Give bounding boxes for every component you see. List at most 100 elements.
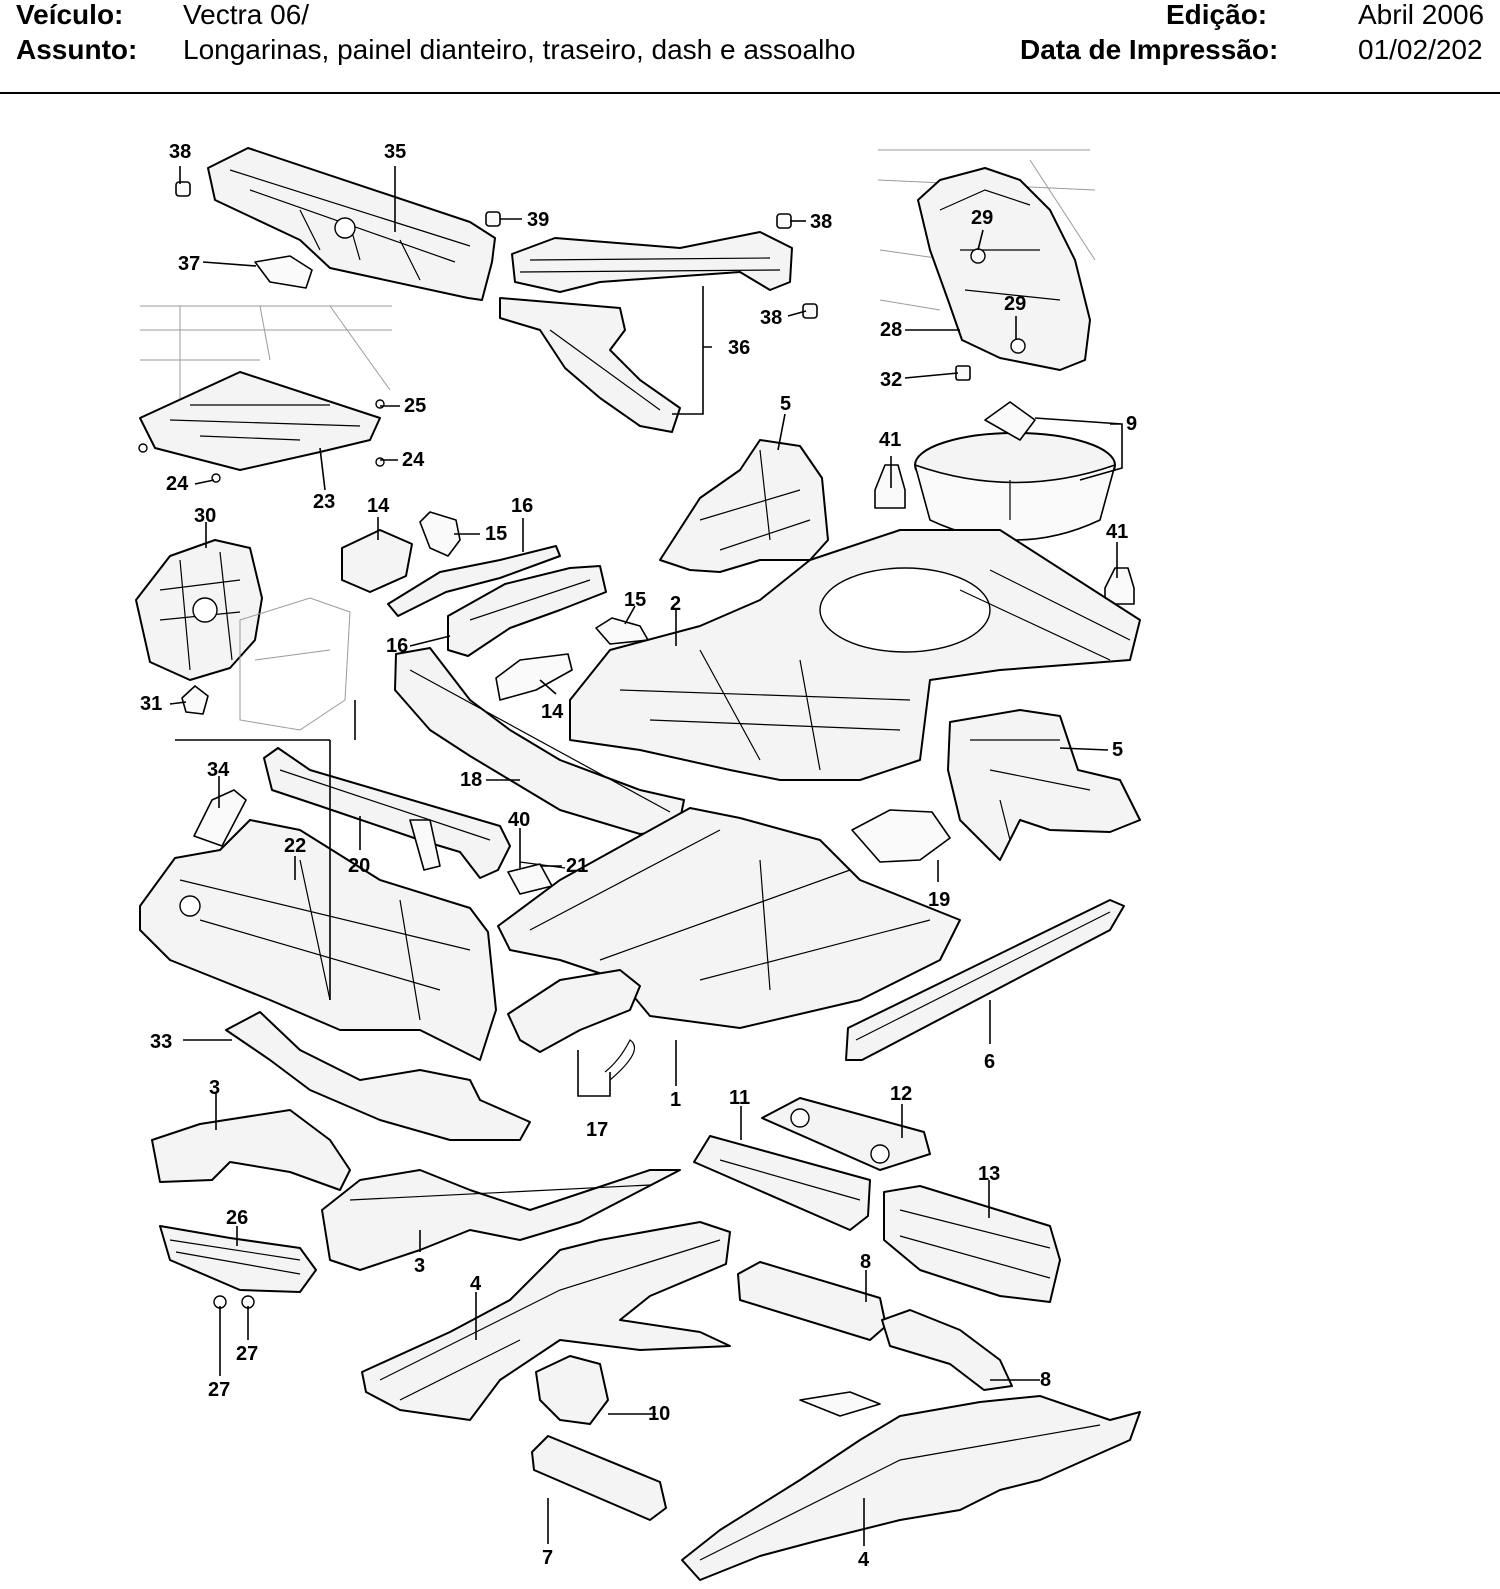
callout-4: 4: [858, 1549, 870, 1571]
part-33-cowl-panel: [225, 1011, 531, 1141]
callout-9: 9: [1126, 413, 1137, 435]
callout-21: 21: [566, 855, 588, 877]
part-21-bolt: [519, 861, 566, 869]
part-4-side-member-front: [361, 1221, 731, 1421]
callout-7: 7: [542, 1547, 553, 1569]
part-40-bracket: [507, 863, 553, 895]
callout-16: 16: [386, 635, 408, 657]
document-header: Veículo: Vectra 06/ Assunto: Longarinas,…: [0, 0, 1500, 94]
callout-32: 32: [880, 369, 902, 391]
callout-14: 14: [541, 701, 564, 723]
edition-label: Edição:: [1166, 0, 1268, 30]
callout-41: 41: [879, 429, 901, 451]
callout-28: 28: [880, 319, 902, 341]
callout-8: 8: [860, 1251, 871, 1273]
part-26-bumper-reinforcement: [159, 1225, 317, 1293]
part-8-rear-rail-lower: [881, 1309, 1013, 1391]
part-20-instrument-crossbar: [263, 747, 511, 879]
callout-1: 1: [670, 1089, 681, 1111]
print-date-value: 01/02/202: [1358, 34, 1483, 65]
vehicle-label: Veículo:: [16, 0, 124, 30]
part-13-rear-end-panel: [883, 1185, 1061, 1303]
part-10-reinforcement: [535, 1355, 609, 1425]
part-41-hook: [874, 464, 1135, 605]
part-5-wheelhouse-upper: [659, 439, 829, 573]
callout-34: 34: [207, 759, 230, 781]
callout-14: 14: [367, 495, 390, 517]
part-31-bracket: [181, 685, 209, 715]
callout-18: 18: [460, 769, 482, 791]
part-5-wheelhouse-lower: [947, 709, 1141, 861]
callout-29: 29: [971, 207, 993, 229]
callout-10: 10: [648, 1403, 670, 1425]
callout-38: 38: [810, 211, 832, 233]
part-7-crossmember: [531, 1435, 667, 1521]
part-4-side-member-rear: [681, 1391, 1141, 1581]
callout-15: 15: [624, 589, 646, 611]
callout-labels: 38 35 39 38 37 38 36 29 29 28 32 25 24 2…: [140, 141, 1137, 1571]
part-19-bracket: [851, 809, 951, 863]
part-37-bracket: [254, 255, 313, 289]
part-22-dash-panel: [139, 819, 497, 1061]
callout-39: 39: [527, 209, 549, 231]
callout-15: 15: [485, 523, 507, 545]
part-34-bracket: [193, 789, 247, 847]
callout-26: 26: [226, 1207, 248, 1229]
callout-37: 37: [178, 253, 200, 275]
callout-5: 5: [1112, 739, 1123, 761]
part-35-dash-upper-panel: [207, 147, 496, 301]
callout-38: 38: [760, 307, 782, 329]
part-8-rear-rail-upper: [737, 1261, 887, 1341]
vehicle-value: Vectra 06/: [183, 0, 310, 30]
part-32-clip: [955, 365, 971, 381]
callout-35: 35: [384, 141, 406, 163]
callout-27: 27: [236, 1343, 258, 1365]
callout-33: 33: [150, 1031, 172, 1053]
callout-31: 31: [140, 693, 162, 715]
print-date-label: Data de Impressão:: [1020, 34, 1279, 65]
callout-4: 4: [470, 1273, 482, 1295]
callout-23: 23: [313, 491, 335, 513]
callout-25: 25: [404, 395, 426, 417]
part-2-rear-floor: [569, 529, 1141, 781]
callout-22: 22: [284, 835, 306, 857]
edition-value: Abril 2006: [1358, 0, 1485, 30]
callout-8: 8: [1040, 1369, 1051, 1391]
callout-3: 3: [414, 1255, 425, 1277]
part-15-bracket: [419, 511, 649, 645]
callout-40: 40: [508, 809, 530, 831]
callout-2: 2: [670, 593, 681, 615]
part-9-spare-wheel-tub: [914, 401, 1116, 541]
part-38-fastener: [175, 181, 818, 319]
callout-30: 30: [194, 505, 216, 527]
part-28-wheelhouse-liner: [877, 149, 1096, 371]
subject-label: Assunto:: [16, 34, 138, 65]
part-3-front-side-member-lower: [321, 1169, 681, 1271]
callout-12: 12: [890, 1083, 912, 1105]
part-6-rocker-panel: [845, 899, 1125, 1061]
leader-lines: [169, 166, 1123, 1546]
callout-3: 3: [209, 1077, 220, 1099]
callout-20: 20: [348, 855, 370, 877]
part-16-rail-extension: [387, 545, 607, 657]
callout-5: 5: [780, 393, 791, 415]
callout-6: 6: [984, 1051, 995, 1073]
callout-38: 38: [169, 141, 191, 163]
callout-19: 19: [928, 889, 950, 911]
callout-13: 13: [978, 1163, 1000, 1185]
part-23-underbody-shield: [138, 305, 392, 483]
part-3-front-side-member-upper: [151, 1109, 351, 1191]
part-36-front-crossmember: [499, 231, 793, 433]
callout-27: 27: [208, 1379, 230, 1401]
callout-29: 29: [1004, 293, 1026, 315]
part-30-strut-tower: [135, 539, 351, 731]
callout-24: 24: [402, 449, 425, 471]
callout-24: 24: [166, 473, 189, 495]
callout-41: 41: [1106, 521, 1128, 543]
callout-16: 16: [511, 495, 533, 517]
part-12-rear-parcel-shelf: [761, 1097, 931, 1171]
subject-value: Longarinas, painel dianteiro, traseiro, …: [183, 34, 856, 65]
part-17-floor-bracket: [507, 969, 641, 1081]
callout-36: 36: [728, 337, 750, 359]
